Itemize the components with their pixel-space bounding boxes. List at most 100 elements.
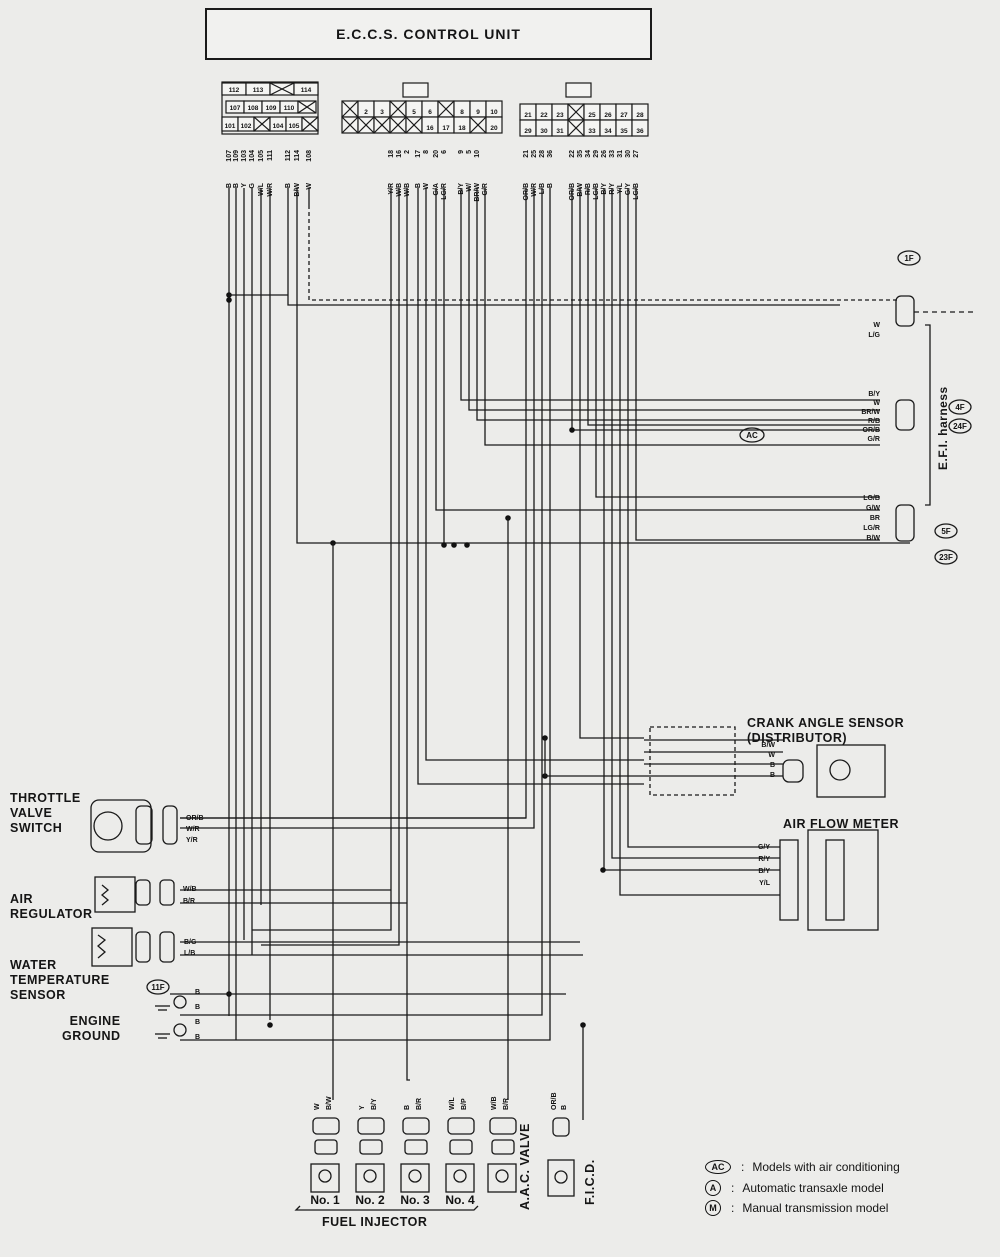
pin-number-label: 112 (285, 150, 292, 161)
pin-number: 29 (524, 128, 532, 135)
wire-color-label: B/W (294, 183, 301, 197)
wire-color-label: LG/R (441, 183, 448, 200)
pin-number-label: 109 (233, 150, 240, 162)
wire-color-label: Y/L (617, 182, 624, 194)
wire-color-label: W/B (404, 183, 411, 197)
pin-number-label: 35 (577, 150, 584, 158)
pin-number: 16 (426, 125, 434, 132)
pin-number: 25 (588, 112, 596, 119)
injector-body (487, 1163, 517, 1193)
wire-color-label: W (423, 183, 430, 190)
pin-blank-mark (389, 116, 407, 134)
conn-5f-wire-label: BR (870, 515, 880, 522)
crank-angle-title: CRANK ANGLE SENSOR (747, 716, 905, 730)
pin-blank-mark (469, 116, 487, 134)
injector-coil (408, 1169, 422, 1183)
conn-4f-wire-label: OR/B (863, 427, 881, 434)
wire-network (170, 188, 910, 1120)
pin-blank-mark (567, 103, 585, 121)
connector-1-pin-cell (293, 82, 319, 96)
pin-number-label: 34 (585, 150, 592, 158)
legend-row-m: M: Manual transmission model (705, 1200, 888, 1216)
harness-tag: 4F (955, 403, 964, 412)
pin-number-label: 28 (539, 150, 546, 158)
injector-connector (489, 1117, 517, 1135)
wire-33 (611, 205, 780, 859)
pin-blank-mark (341, 100, 359, 118)
legend-ac-symbol: AC (705, 1160, 731, 1174)
throttle-switch-body (90, 799, 152, 853)
crank-wire-label: B/W (761, 742, 775, 749)
wire-color-label: OR/B (523, 183, 530, 201)
harness-tag: 5F (941, 527, 950, 536)
air-regulator-title: AIR REGULATOR (10, 892, 93, 921)
ground-wire-label: B (195, 989, 200, 996)
wire-color-label: W (306, 183, 313, 190)
water-temp-wire-label: L/B (184, 950, 195, 957)
pin-blank-mark (357, 116, 375, 134)
pin-number: 107 (230, 105, 241, 112)
pin-number-label: 105 (258, 150, 265, 162)
injector-wire-label: B (404, 1105, 411, 1110)
injector-coil (318, 1169, 332, 1183)
pin-number-label: 26 (601, 150, 608, 158)
pin-number-label: 10 (474, 150, 481, 158)
pin-number: 36 (636, 128, 644, 135)
ficd-body (547, 1159, 575, 1197)
efi-harness-label: E.F.I. harness (936, 386, 950, 470)
junction-dot (226, 297, 232, 303)
ficd-title: F.I.C.D. (583, 1159, 597, 1205)
injector-wire-label: W (314, 1103, 321, 1110)
pin-number-label: 21 (523, 150, 530, 158)
conn-4f-wire-label: W (873, 400, 880, 407)
air-regulator-wire-label: B/R (183, 898, 195, 905)
wire-30 (627, 205, 780, 848)
injector-mid (491, 1139, 515, 1155)
wire-color-label: B (415, 183, 422, 188)
pin-number: 113 (253, 87, 264, 94)
shield (649, 726, 736, 796)
injector-name: No. 3 (400, 1193, 430, 1207)
injector-wire-label: Y (359, 1105, 366, 1110)
connector-1f (895, 295, 915, 327)
wire-5 (468, 205, 880, 411)
pin-number: 35 (620, 128, 628, 135)
conn-4f-wire-label: R/B (868, 418, 880, 425)
ground-wire-label: B (195, 1004, 200, 1011)
ficd-wire-label: B (561, 1105, 568, 1110)
water-temp-harness-connector (159, 931, 175, 963)
wire-crank-b (544, 738, 644, 777)
air-regulator-connector (135, 879, 151, 906)
pin-number-label: 9 (458, 150, 465, 154)
injector-connector (312, 1117, 340, 1135)
air-regulator-wire-label: W/B (183, 886, 197, 893)
injector-mid (314, 1139, 338, 1155)
harness-tag-ring (934, 523, 958, 539)
injector-connector (447, 1117, 475, 1135)
injector-name: No. 4 (445, 1193, 475, 1207)
crank-connector (782, 759, 804, 783)
conn-4f-wire-label: B/Y (868, 391, 880, 398)
air-flow-wire-label: Y/L (759, 880, 771, 887)
pin-blank-mark (269, 82, 295, 96)
air-regulator-resistor (100, 884, 110, 906)
wire-color-label: B/W (577, 183, 584, 197)
legend-ac-text: Models with air conditioning (752, 1160, 900, 1174)
pin-number: 112 (229, 87, 240, 94)
pin-number: 33 (588, 128, 596, 135)
wire-color-label: W/ (466, 183, 473, 192)
wire-color-label: OR/B (569, 183, 576, 201)
injector-wire-label: B/R (416, 1098, 423, 1110)
pin-number: 18 (458, 125, 466, 132)
pin-number: 30 (540, 128, 548, 135)
harness-tag-ring (948, 418, 972, 434)
conn-1f-wire-label: W (873, 322, 880, 329)
pin-number: 105 (289, 123, 300, 130)
junction-dot (464, 542, 470, 548)
pin-number: 21 (524, 112, 532, 119)
pin-number: 9 (476, 109, 480, 116)
connector-4f (895, 399, 915, 431)
legend-row-ac: AC: Models with air conditioning (705, 1160, 900, 1174)
wire-20 (435, 205, 880, 511)
pin-number-label: 16 (396, 150, 403, 158)
